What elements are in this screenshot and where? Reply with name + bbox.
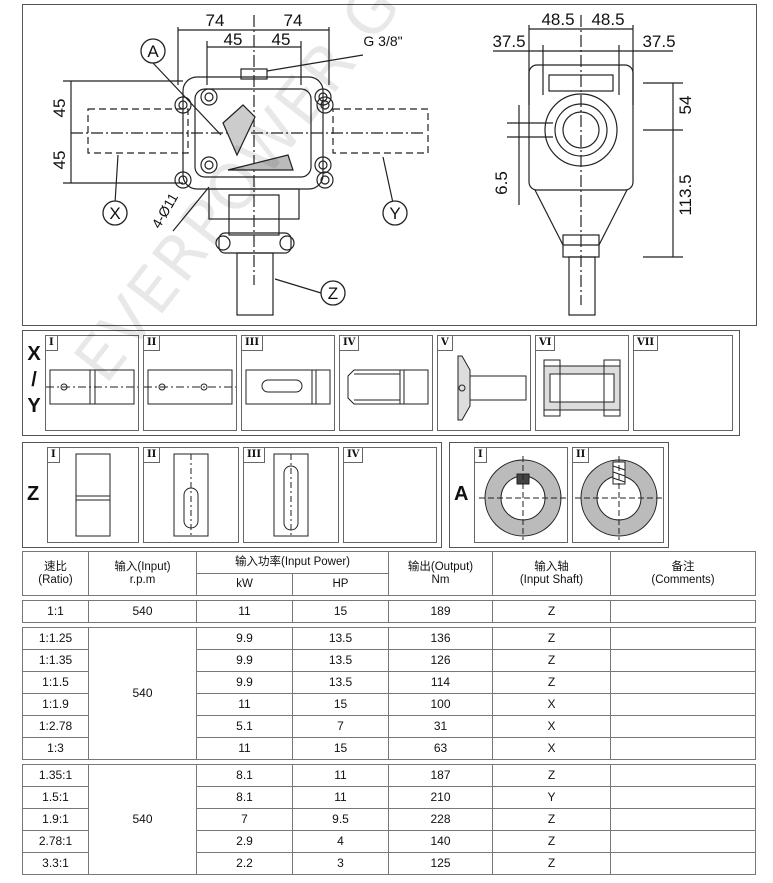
header-hp: HP <box>292 573 389 596</box>
callout-y-circle <box>382 200 408 226</box>
shaft-hollow-icon <box>543 359 621 417</box>
xy-option-iv-label: IV <box>340 336 360 351</box>
dim-48-5-right: 48.5 <box>591 10 624 29</box>
header-input: 输入(Input) r.p.m <box>88 551 197 596</box>
xy-label-x: X <box>27 343 41 365</box>
xy-option-vi: VI <box>535 335 629 431</box>
xy-option-i-label: I <box>46 336 58 351</box>
rpm-cell: 540 <box>88 764 197 875</box>
dim-45-left: 45 <box>224 30 243 49</box>
z-option-iv: IV <box>343 447 437 543</box>
xy-option-v-label: V <box>438 336 453 351</box>
callout-a: A <box>147 42 159 61</box>
shaft-keyed-hole-icon <box>46 369 138 405</box>
xy-option-vii-label: VII <box>634 336 659 351</box>
xy-option-iii: III <box>241 335 335 431</box>
table-row: 1:1.5 9.9 13.5 114 Z <box>22 671 756 694</box>
a-option-ii-label: II <box>573 448 590 463</box>
callout-y: Y <box>389 204 400 223</box>
z-option-iv-label: IV <box>344 448 364 463</box>
dim-74-right: 74 <box>284 11 303 30</box>
header-output: 输出(Output) Nm <box>388 551 493 596</box>
dim-113-5: 113.5 <box>676 174 695 215</box>
z-shaft-keyed-icon <box>173 453 209 538</box>
table-row: 1:1.35 9.9 13.5 126 Z <box>22 649 756 672</box>
bolt-holes-label: 4-Ø11 <box>148 190 181 231</box>
xy-option-ii-label: II <box>144 336 161 351</box>
dim-37-5-left: 37.5 <box>492 32 525 51</box>
spec-table: 速比 (Ratio) 输入(Input) r.p.m 输入功率(Input Po… <box>22 551 756 875</box>
thread-label: G 3/8" <box>363 33 402 49</box>
gearbox-drawing: 74 74 45 45 G 3/8" A X Y Z 48.5 48.5 37.… <box>50 10 695 316</box>
shaft-flange-icon <box>457 355 527 421</box>
dim-45-right: 45 <box>272 30 291 49</box>
header-kw: kW <box>196 573 293 596</box>
z-option-i: I <box>47 447 139 543</box>
dim-45-top: 45 <box>50 99 69 118</box>
xy-label: X / Y <box>25 341 43 419</box>
xy-option-i: I <box>45 335 139 431</box>
header-ratio: 速比 (Ratio) <box>22 551 89 596</box>
shaft-two-holes-icon <box>144 369 236 405</box>
z-shaft-long-key-icon <box>273 453 309 538</box>
dim-37-5-right: 37.5 <box>642 32 675 51</box>
a-label: A <box>454 483 469 505</box>
header-power: 输入功率(Input Power) <box>196 551 389 574</box>
gear-setscrew-section-icon <box>575 456 663 540</box>
z-label: Z <box>27 483 40 505</box>
shaft-spline-icon <box>347 369 429 405</box>
z-option-ii-label: II <box>144 448 161 463</box>
a-option-i-label: I <box>475 448 487 463</box>
xy-label-slash: / <box>31 369 37 391</box>
dim-54: 54 <box>676 96 695 115</box>
shaft-keyway-icon <box>245 369 331 405</box>
z-option-iii: III <box>243 447 339 543</box>
xy-label-y: Y <box>27 395 41 417</box>
xy-option-v: V <box>437 335 531 431</box>
z-option-i-label: I <box>48 448 60 463</box>
a-option-ii: II <box>572 447 664 543</box>
table-row: 3.3:1 2.2 3 125 Z <box>22 852 756 875</box>
xy-option-vii: VII <box>633 335 733 431</box>
table-row: 1:3 11 15 63 X <box>22 737 756 760</box>
table-row: 1:1 540 11 15 189 Z <box>22 600 756 623</box>
z-option-ii: II <box>143 447 239 543</box>
dim-48-5-left: 48.5 <box>541 10 574 29</box>
dim-45-bottom: 45 <box>50 151 69 170</box>
z-shaft-plain-icon <box>75 453 111 537</box>
table-row: 1:1.25 540 9.9 13.5 136 Z <box>22 627 756 760</box>
gear-key-section-icon <box>479 456 567 540</box>
header-comments: 备注 (Comments) <box>610 551 756 596</box>
xy-option-iv: IV <box>339 335 433 431</box>
drawing-panel: 74 74 45 45 G 3/8" A X Y Z 48.5 48.5 37.… <box>22 4 757 326</box>
table-row: 1.9:1 7 9.5 228 Z <box>22 808 756 831</box>
xy-shaft-panel: X / Y I II III IV V VI <box>22 330 740 436</box>
a-option-panel: A I II <box>449 442 669 548</box>
callout-x: X <box>109 204 120 223</box>
callout-x-circle <box>102 200 128 226</box>
xy-option-iii-label: III <box>242 336 264 351</box>
rpm-cell: 540 <box>88 600 197 623</box>
dim-6-5: 6.5 <box>492 171 511 195</box>
callout-a-circle <box>140 38 166 64</box>
rpm-cell: 540 <box>88 627 197 760</box>
table-row: 1.35:1 540 8.1 11 187 Z <box>22 764 756 875</box>
callout-z: Z <box>328 284 338 303</box>
a-option-i: I <box>474 447 568 543</box>
z-option-iii-label: III <box>244 448 266 463</box>
header-shaft: 输入轴 (Input Shaft) <box>492 551 611 596</box>
z-shaft-panel: Z I II III IV <box>22 442 442 548</box>
xy-option-ii: II <box>143 335 237 431</box>
xy-option-vi-label: VI <box>536 336 556 351</box>
callout-z-circle <box>320 280 346 306</box>
dim-74-left: 74 <box>206 11 225 30</box>
table-row: 1.5:1 8.1 11 210 Y <box>22 786 756 809</box>
